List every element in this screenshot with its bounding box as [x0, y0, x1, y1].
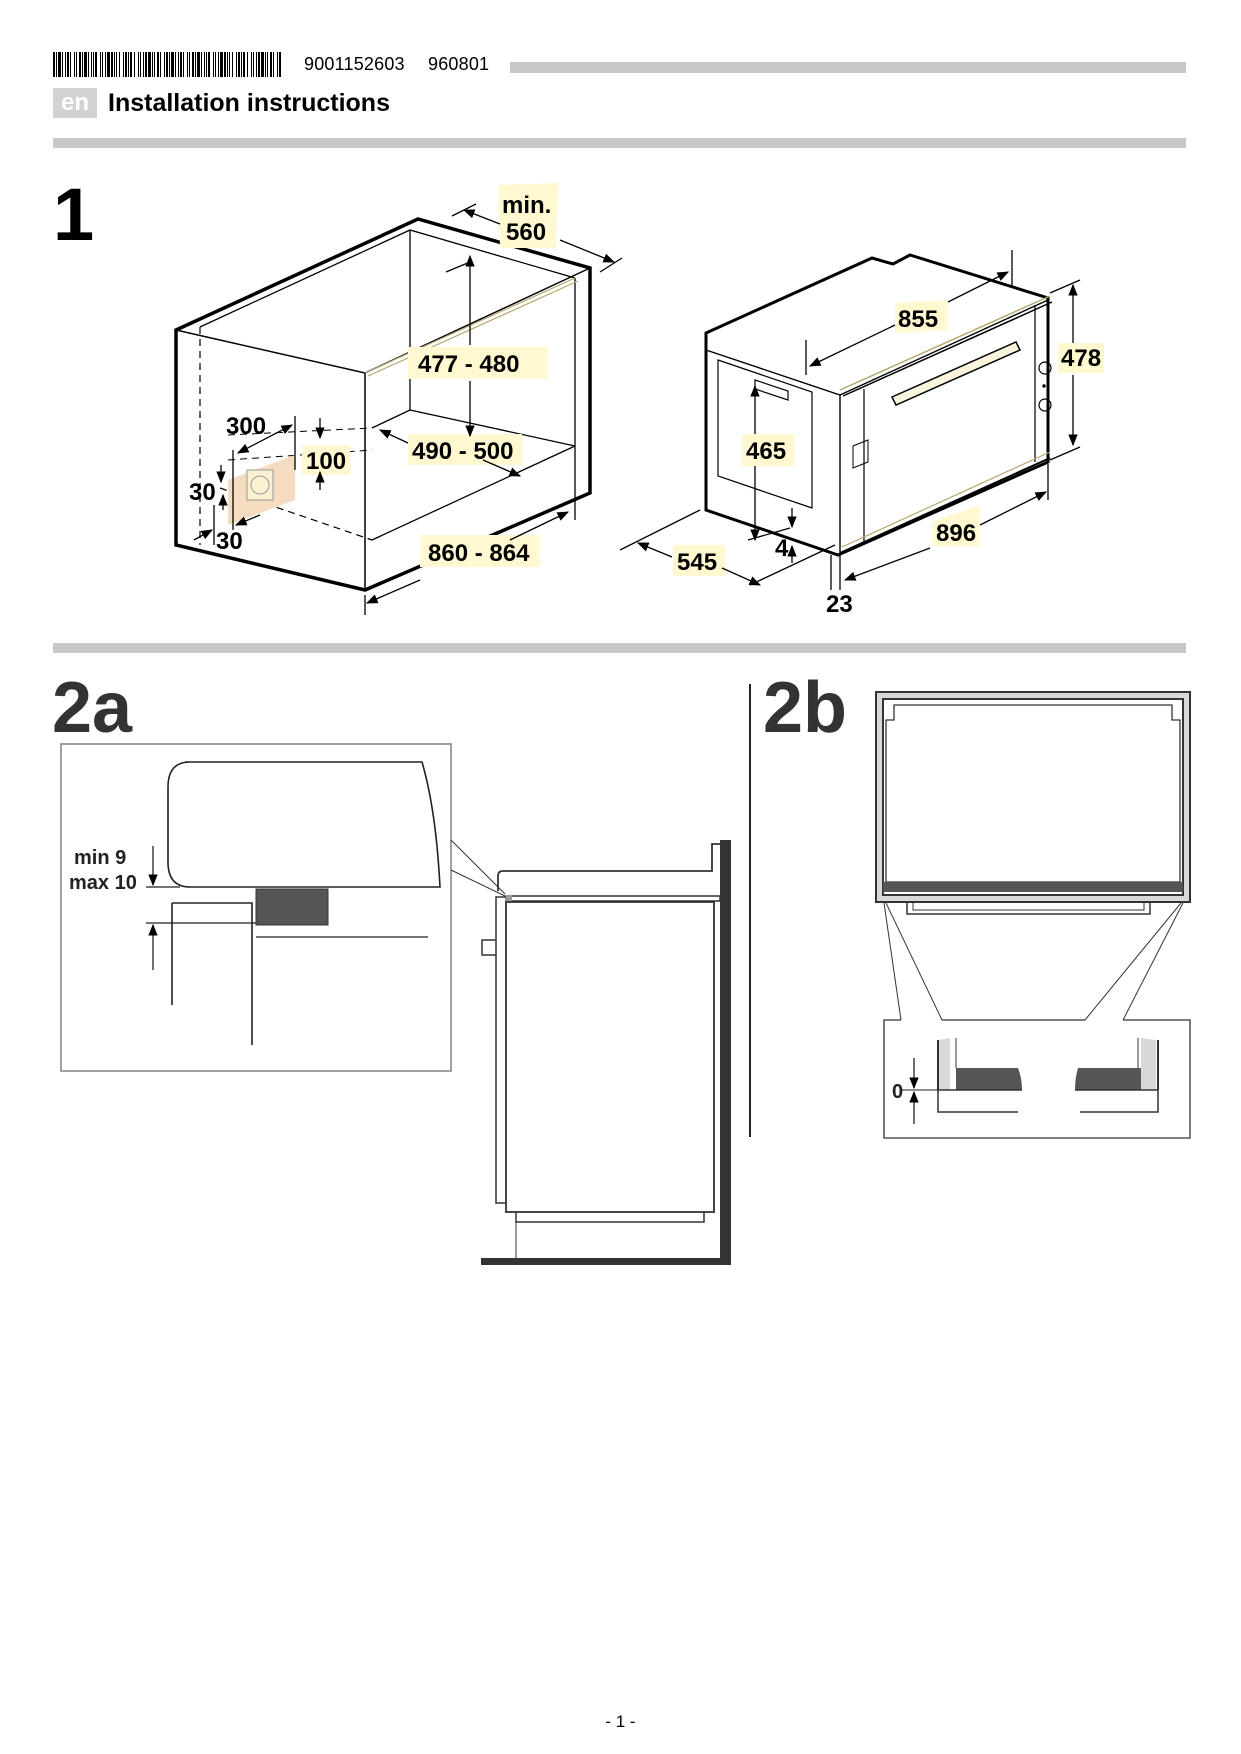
niche-outer-width: 860 - 864 — [428, 540, 530, 567]
figure-2a-drawing — [60, 743, 731, 1265]
language-badge: en — [53, 88, 97, 118]
figure-2b-drawing — [875, 691, 1191, 1139]
section-rule-1 — [53, 138, 1186, 148]
date-code: 960801 — [428, 54, 490, 74]
document-title: Installation instructions — [108, 89, 390, 117]
niche-inner-width: 490 - 500 — [412, 438, 513, 465]
section-rule-2 — [53, 643, 1186, 653]
oven-drawing — [704, 253, 1053, 557]
niche-height: 477 - 480 — [418, 351, 519, 378]
socket-zone-height: 100 — [306, 448, 346, 475]
socket-offset-horizontal: 30 — [216, 528, 243, 555]
barcode — [53, 52, 283, 77]
oven-foot-gap: 4 — [775, 535, 789, 562]
oven-front-thickness: 23 — [826, 591, 853, 618]
gap-max-label: max 10 — [69, 872, 137, 894]
figure-1-label: 1 — [53, 173, 95, 256]
page-number: - 1 - — [605, 1712, 636, 1731]
gap-min-label: min 9 — [74, 847, 126, 869]
figure-2a-label: 2a — [52, 668, 133, 748]
depth-min-label: min. — [502, 192, 551, 219]
socket-zone-width: 300 — [226, 413, 266, 440]
oven-front-width: 896 — [936, 520, 976, 547]
label-highlights — [302, 183, 1104, 576]
oven-front-height: 478 — [1061, 345, 1101, 372]
socket-offset-vertical: 30 — [189, 479, 216, 506]
oven-body-width: 855 — [898, 306, 938, 333]
depth-min-value: 560 — [506, 219, 546, 246]
article-number: 9001152603 — [304, 54, 405, 74]
figure-2b-label: 2b — [763, 668, 848, 748]
header-rule — [510, 62, 1186, 73]
oven-body-height: 465 — [746, 438, 786, 465]
zero-gap-label: 0 — [892, 1081, 903, 1103]
oven-depth: 545 — [677, 549, 717, 576]
